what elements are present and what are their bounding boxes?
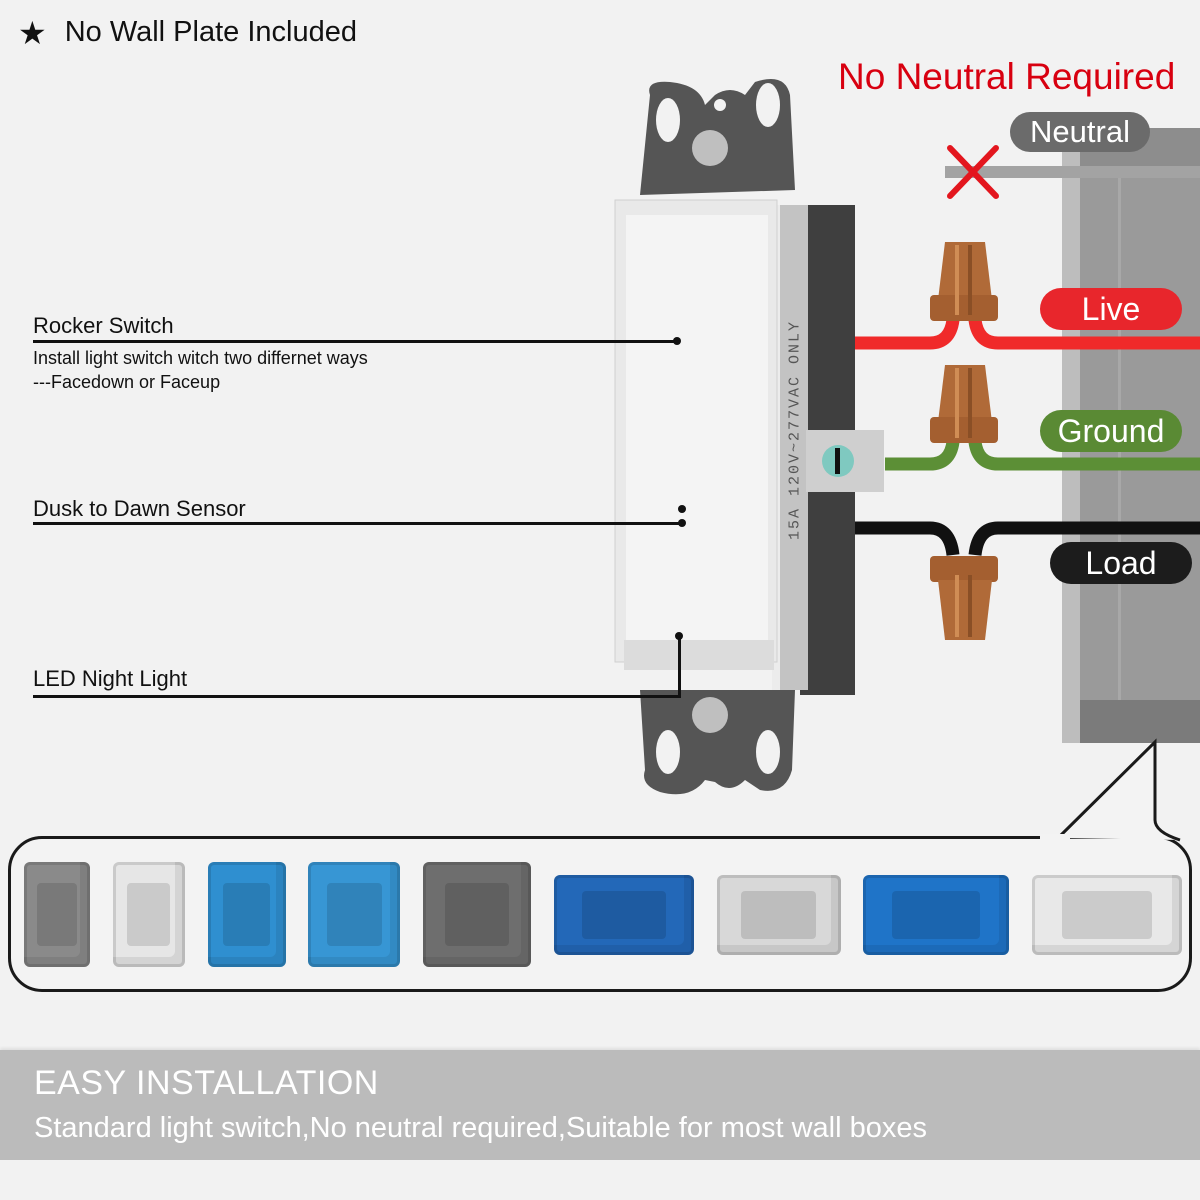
notice-text: No Wall Plate Included — [64, 16, 357, 48]
wall-box-blue-old-work-box-icon — [308, 862, 401, 967]
callout-rocker-switch-line2: ---Facedown or Faceup — [33, 372, 221, 392]
no-wall-plate-notice: ★ No Wall Plate Included — [18, 16, 357, 49]
callout-leader-line — [33, 522, 683, 525]
wire-label-neutral: Neutral — [1010, 112, 1150, 152]
wall-box-gray-two-gang-box-icon — [423, 862, 531, 967]
sensor-dot — [678, 505, 686, 513]
wire-label-load: Load — [1050, 542, 1192, 584]
callout-dot — [675, 632, 683, 640]
callout-sensor-title: Dusk to Dawn Sensor — [33, 496, 246, 521]
wall-box-list — [18, 852, 1188, 977]
callout-dot — [673, 337, 681, 345]
wall-box-illustration — [1062, 128, 1200, 743]
installation-banner — [0, 1050, 1200, 1160]
callout-rocker-switch-title: Rocker Switch — [33, 313, 174, 338]
mounting-strap-top — [640, 78, 795, 195]
no-neutral-headline: No Neutral Required — [838, 56, 1176, 97]
red-x-icon — [947, 145, 999, 199]
wall-box-white-weatherproof-box-icon — [112, 862, 185, 967]
wire-nut-icon — [930, 242, 998, 321]
wall-box-blue-four-gang-box-icon — [863, 874, 1010, 955]
banner-title: EASY INSTALLATION — [34, 1064, 379, 1102]
wall-box-blue-single-gang-box-icon — [207, 862, 286, 967]
callout-leader-line — [33, 340, 678, 343]
wall-box-metal-handy-box-icon — [24, 862, 90, 967]
star-icon: ★ — [18, 14, 47, 51]
wire-nut-icon — [930, 365, 998, 443]
callout-dot — [678, 519, 686, 527]
live-wire — [855, 318, 1200, 350]
neutral-wire — [945, 166, 1200, 178]
wall-box-blue-three-gang-box-icon — [553, 874, 694, 955]
screw-icon — [692, 130, 728, 166]
wall-box-metal-four-gang-box-icon — [1032, 874, 1182, 955]
callout-led-title: LED Night Light — [33, 666, 188, 691]
load-wire — [855, 521, 1200, 556]
screw-icon — [692, 697, 728, 733]
callout-rocker-switch-line1: Install light switch witch two differnet… — [33, 348, 368, 368]
wire-label-ground: Ground — [1040, 410, 1182, 452]
callout-leader-vertical — [678, 636, 681, 698]
switch-rating-marking: 15A 120V~277VAC ONLY — [786, 319, 804, 541]
callout-leader-line — [33, 695, 681, 698]
wall-box-metal-two-gang-box-icon — [716, 874, 841, 955]
wire-label-live: Live — [1040, 288, 1182, 330]
banner-subtitle: Standard light switch,No neutral require… — [34, 1112, 928, 1144]
wire-nut-icon — [930, 556, 998, 640]
wiring-illustration — [614, 78, 1200, 795]
panel-pointer — [1040, 738, 1181, 842]
mounting-strap-bottom — [640, 690, 795, 795]
ground-wire — [885, 440, 1200, 471]
